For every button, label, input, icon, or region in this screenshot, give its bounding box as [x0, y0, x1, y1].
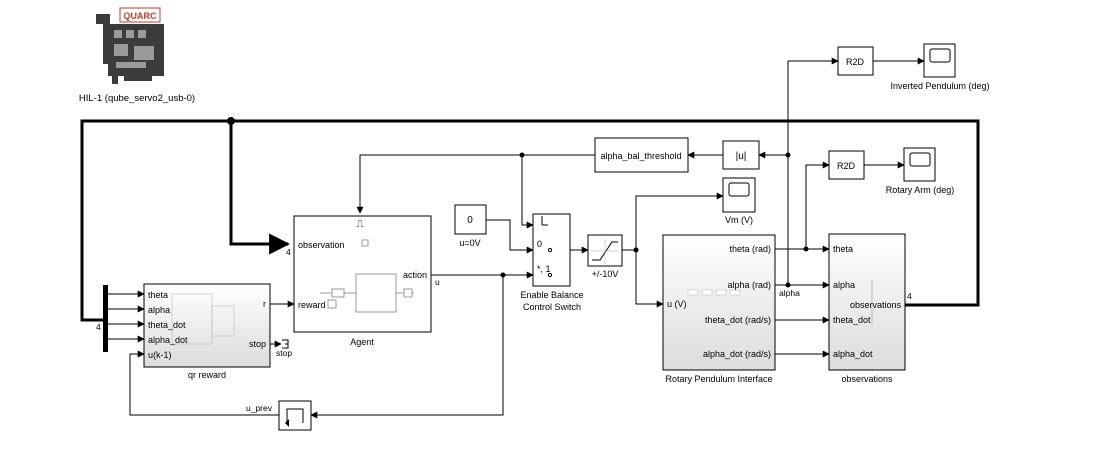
agent-block[interactable]: ⎍ observation reward action Agent: [293, 215, 432, 347]
interface-name: Rotary Pendulum Interface: [665, 374, 772, 384]
qr-reward-block[interactable]: theta alpha theta_dot alpha_dot u(k-1) r…: [143, 283, 271, 380]
qr-port-alpha: alpha: [148, 305, 170, 315]
agent-name: Agent: [350, 337, 374, 347]
agent-port-reward: reward: [298, 300, 326, 310]
rotary-pendulum-interface-block[interactable]: u (V) theta (rad) alpha (rad) theta_dot …: [662, 234, 776, 384]
memory-block[interactable]: u_prev: [246, 400, 312, 431]
abs-label: |u|: [736, 151, 747, 162]
abs-block[interactable]: |u|: [722, 140, 760, 170]
interface-port-theta-dot: theta_dot (rad/s): [705, 315, 771, 325]
qr-port-theta-dot: theta_dot: [148, 320, 186, 330]
hil-board-block[interactable]: QUARC HIL-1 (qube_servo2_usb-0): [79, 7, 195, 104]
obs-port-alpha: alpha: [833, 280, 855, 290]
bus-width-label: 4: [96, 322, 101, 332]
hil-board-icon: [96, 7, 164, 84]
switch-name-1: Enable Balance: [520, 290, 583, 300]
saturation-caption: +/-10V: [592, 269, 619, 279]
scope-arm-caption: Rotary Arm (deg): [886, 185, 955, 195]
obs-port-theta: theta: [833, 244, 853, 254]
hil-caption: HIL-1 (qube_servo2_usb-0): [79, 93, 195, 104]
observations-block[interactable]: theta alpha theta_dot alpha_dot observat…: [828, 233, 906, 384]
wires: [80, 57, 980, 419]
enable-balance-switch-block[interactable]: 0 *, 1 Enable Balance Control Switch: [520, 213, 584, 312]
scope-vm[interactable]: Vm (V): [722, 177, 756, 225]
interface-port-theta: theta (rad): [729, 244, 771, 254]
interface-port-alpha-dot: alpha_dot (rad/s): [703, 349, 771, 359]
switch-port-1: *, 1: [537, 264, 551, 274]
constant-value: 0: [467, 215, 473, 226]
switch-port-0: 0: [537, 239, 542, 249]
obs-port-out: observations: [850, 300, 902, 310]
stop-label: stop: [276, 348, 292, 358]
memory-caption: u_prev: [246, 403, 273, 413]
scope-inverted-pendulum[interactable]: Inverted Pendulum (deg): [890, 43, 990, 91]
scope-inverted-caption: Inverted Pendulum (deg): [890, 81, 989, 91]
interface-port-u: u (V): [667, 299, 687, 309]
bus-selector[interactable]: 4: [96, 285, 108, 352]
qr-port-r: r: [263, 299, 266, 309]
r2d-mid-block[interactable]: R2D: [828, 150, 865, 180]
qr-port-u-prev: u(k-1): [148, 350, 172, 360]
stop-block[interactable]: stop: [276, 339, 292, 358]
agent-port-observation: observation: [298, 240, 345, 250]
r2d-top-block[interactable]: R2D: [837, 46, 874, 76]
qr-port-theta: theta: [148, 290, 168, 300]
quarc-logo-text: QUARC: [124, 11, 157, 21]
observations-name: observations: [841, 374, 893, 384]
obs-out-width-label: 4: [907, 291, 912, 301]
constant-caption: u=0V: [459, 238, 480, 248]
qr-port-stop: stop: [249, 339, 266, 349]
scope-rotary-arm[interactable]: Rotary Arm (deg): [886, 147, 955, 195]
signal-label-u: u: [435, 277, 440, 287]
switch-name-2: Control Switch: [523, 302, 581, 312]
obs-width-label: 4: [286, 247, 291, 257]
signal-label-alpha: alpha: [779, 288, 800, 298]
saturation-block[interactable]: +/-10V: [587, 234, 623, 279]
r2d-top-label: R2D: [846, 57, 865, 67]
interface-port-alpha: alpha (rad): [727, 280, 771, 290]
qr-port-alpha-dot: alpha_dot: [148, 335, 188, 345]
obs-port-alpha-dot: alpha_dot: [833, 349, 873, 359]
agent-trigger-symbol: ⎍: [357, 219, 364, 230]
agent-port-action: action: [403, 270, 427, 280]
alpha-bal-threshold-block[interactable]: alpha_bal_threshold: [594, 137, 689, 173]
obs-port-theta-dot: theta_dot: [833, 315, 871, 325]
r2d-mid-label: R2D: [837, 161, 856, 171]
qr-reward-name: qr reward: [188, 370, 226, 380]
scope-vm-caption: Vm (V): [725, 215, 753, 225]
threshold-label: alpha_bal_threshold: [600, 151, 681, 161]
constant-zero-block[interactable]: 0 u=0V: [454, 204, 487, 248]
